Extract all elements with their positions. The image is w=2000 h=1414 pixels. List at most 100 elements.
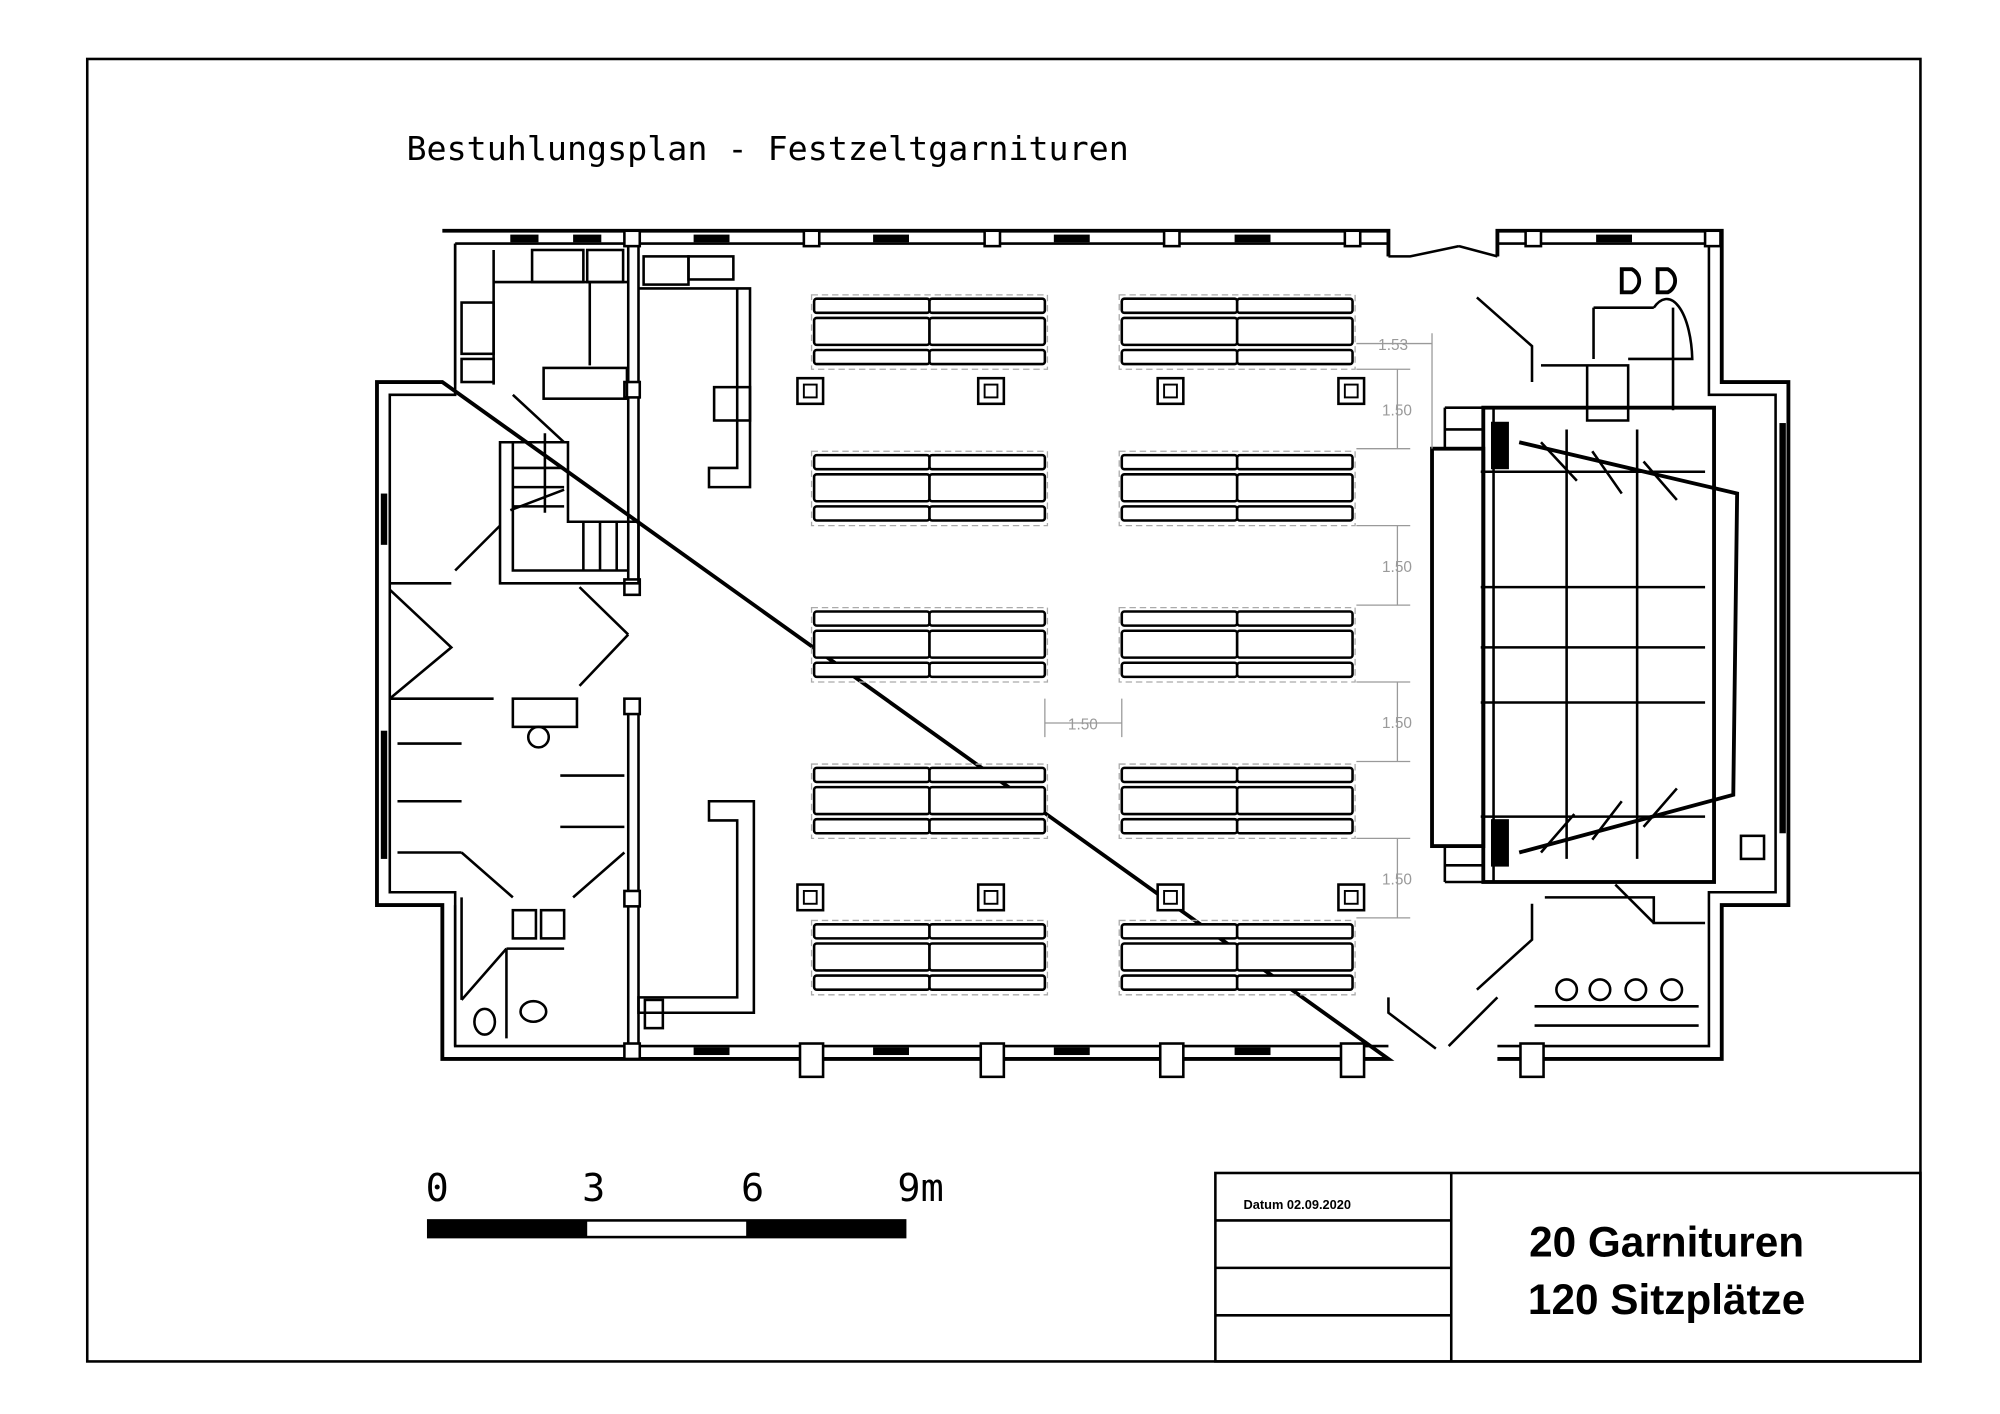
bench — [812, 348, 931, 366]
seating-set-outline — [810, 607, 1049, 683]
bench — [928, 766, 1047, 784]
drawing-frame — [85, 57, 1922, 1363]
bench — [1235, 610, 1354, 627]
seating-set-outline — [810, 450, 1049, 527]
bench — [1120, 297, 1239, 315]
pillar-core — [983, 889, 999, 905]
scale-label: 0 — [426, 1166, 449, 1211]
pillar-core — [802, 889, 818, 905]
bench — [928, 661, 1047, 679]
table — [1120, 473, 1239, 503]
summary-sets: 20 Garnituren — [1529, 1218, 1804, 1265]
dim-label-top: 1.53 — [1378, 337, 1408, 354]
dimension-lines — [1044, 333, 1433, 919]
table — [1235, 316, 1354, 347]
bench — [1120, 453, 1239, 471]
dim-label-row: 1.50 — [1382, 872, 1412, 889]
table — [1120, 629, 1239, 659]
bench — [928, 610, 1047, 627]
bench — [928, 297, 1047, 315]
seating-set-outline — [1118, 919, 1356, 996]
summary-seats: 120 Sitzplätze — [1528, 1276, 1805, 1323]
bench — [812, 923, 931, 940]
pillar — [1156, 883, 1185, 912]
bench — [812, 766, 931, 784]
bench — [1120, 974, 1239, 991]
bench — [1120, 661, 1239, 679]
pillar — [1156, 376, 1185, 406]
bench — [812, 505, 931, 522]
table — [928, 473, 1047, 503]
stage — [1430, 405, 1740, 884]
table — [1120, 785, 1239, 816]
table — [928, 629, 1047, 659]
table — [812, 785, 931, 816]
pillar-core — [1343, 889, 1359, 905]
pillar-core — [983, 383, 999, 399]
pillar-core — [802, 383, 818, 399]
dim-label-row: 1.50 — [1382, 402, 1412, 419]
table — [1235, 473, 1354, 503]
bench — [928, 505, 1047, 522]
bench — [1235, 505, 1354, 522]
bench — [1120, 348, 1239, 366]
pillar — [976, 883, 1006, 912]
bench — [928, 923, 1047, 940]
table — [812, 316, 931, 347]
pillar-core — [1163, 889, 1178, 905]
scale-bar: 0 3 6 9m — [426, 1166, 944, 1239]
bench — [1235, 297, 1354, 315]
building-walls — [375, 228, 1791, 1061]
scale-label: 3 — [582, 1166, 605, 1211]
table — [812, 942, 931, 972]
bench — [1120, 505, 1239, 522]
bench — [1235, 766, 1354, 784]
bench — [1235, 923, 1354, 940]
table — [1235, 942, 1354, 972]
pillar — [1337, 376, 1366, 406]
table — [928, 316, 1047, 347]
table — [928, 942, 1047, 972]
pillar — [796, 883, 825, 912]
table — [928, 785, 1047, 816]
dim-label-row: 1.50 — [1382, 559, 1412, 576]
table — [1235, 785, 1354, 816]
bench — [1120, 923, 1239, 940]
scale-label: 9m — [897, 1166, 943, 1211]
service-rooms — [388, 244, 1766, 1050]
wall-columns — [623, 229, 1722, 1079]
bench — [1235, 348, 1354, 366]
table — [1235, 629, 1354, 659]
dim-label-row: 1.50 — [1382, 715, 1412, 732]
pillar-core — [1163, 383, 1178, 399]
seating-set-outline — [1118, 294, 1356, 370]
title-block — [1214, 1171, 1922, 1363]
bench — [1120, 817, 1239, 835]
bench — [1120, 766, 1239, 784]
bench — [1120, 610, 1239, 627]
bench — [1235, 974, 1354, 991]
pillar — [1337, 883, 1366, 912]
bench — [928, 974, 1047, 991]
bench — [812, 610, 931, 627]
bench — [1235, 661, 1354, 679]
bench — [928, 348, 1047, 366]
seating-set-outline — [1118, 763, 1356, 840]
bench — [812, 974, 931, 991]
seating-set-outline — [1118, 607, 1356, 683]
table — [1120, 316, 1239, 347]
seating-set-outline — [810, 763, 1049, 840]
seating-set-outline — [810, 919, 1049, 996]
bench — [812, 817, 931, 835]
dim-label-aisle: 1.50 — [1068, 716, 1098, 733]
seating-set-outline — [1118, 450, 1356, 527]
bench — [1235, 817, 1354, 835]
table — [812, 473, 931, 503]
windows — [380, 234, 1786, 1056]
bench — [928, 817, 1047, 835]
bench — [812, 661, 931, 679]
seating-area — [796, 294, 1366, 996]
plan-title: Bestuhlungsplan - Festzeltgarnituren — [406, 129, 1128, 168]
scale-label: 6 — [741, 1166, 764, 1211]
